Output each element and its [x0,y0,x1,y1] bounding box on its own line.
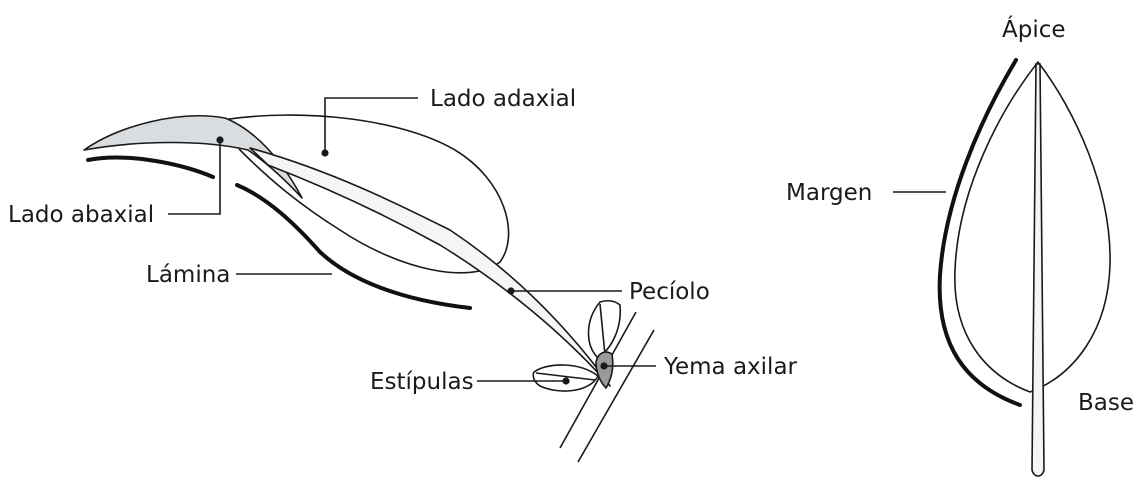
dot-estipulas [562,377,569,384]
side-view-leaf [84,115,654,462]
leaf-outline-front [955,62,1110,392]
label-estipulas: Estípulas [370,369,474,395]
dot-lado-adaxial [321,149,328,156]
dot-lado-abaxial [216,136,223,143]
abaxial-side-line [88,158,213,177]
label-lado-abaxial: Lado abaxial [8,202,154,228]
axillary-bud [596,352,613,388]
label-base: Base [1078,390,1134,416]
label-lamina: Lámina [146,262,230,288]
label-peciolo: Pecíolo [629,279,710,305]
dot-peciolo [507,287,514,294]
dot-yema-axilar [600,362,607,369]
label-yema-axilar: Yema axilar [663,354,798,380]
label-apice: Ápice [1002,15,1066,43]
label-lado-adaxial: Lado adaxial [430,86,576,112]
label-margen: Margen [786,180,872,206]
